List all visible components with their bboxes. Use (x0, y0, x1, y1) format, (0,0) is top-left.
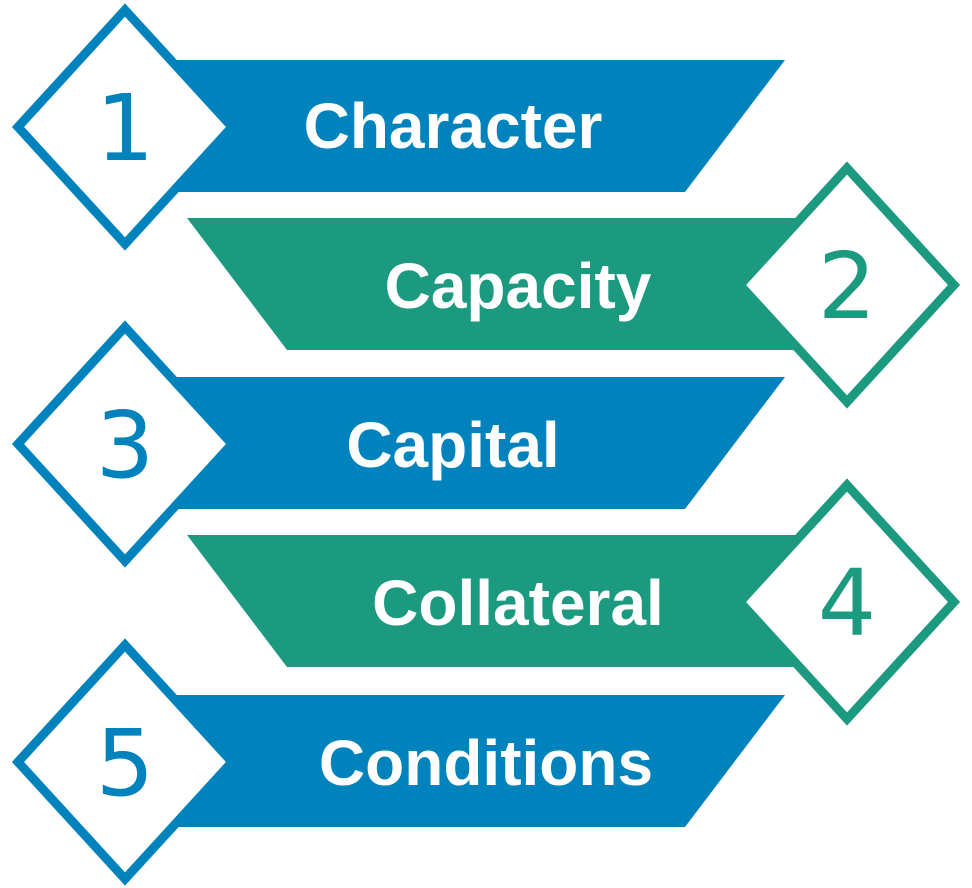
step-2-banner (187, 218, 797, 350)
step-2-diamond (733, 161, 961, 409)
step-1: 1 Character (11, 3, 785, 251)
step-3-diamond (11, 320, 239, 568)
step-5-banner (175, 695, 785, 827)
step-4-diamond (733, 478, 961, 726)
step-3-banner (175, 377, 785, 509)
step-5-number: 5 (96, 710, 155, 817)
step-4: 4 Collateral (187, 478, 961, 726)
step-4-number: 4 (818, 550, 877, 657)
step-5-diamond (11, 638, 239, 886)
step-2-number: 2 (818, 233, 877, 340)
step-1-number: 1 (96, 75, 155, 182)
step-5-label: Conditions (319, 727, 653, 799)
step-5: 5 Conditions (11, 638, 785, 886)
step-4-label: Collateral (372, 567, 664, 639)
step-1-label: Character (304, 90, 603, 162)
step-3: 3 Capital (11, 320, 785, 568)
step-3-label: Capital (346, 409, 559, 481)
step-2-label: Capacity (385, 250, 652, 322)
step-4-banner (187, 535, 797, 667)
step-3-number: 3 (96, 392, 155, 499)
step-2: 2 Capacity (187, 161, 961, 409)
step-1-diamond (11, 3, 239, 251)
step-1-banner (175, 60, 785, 192)
